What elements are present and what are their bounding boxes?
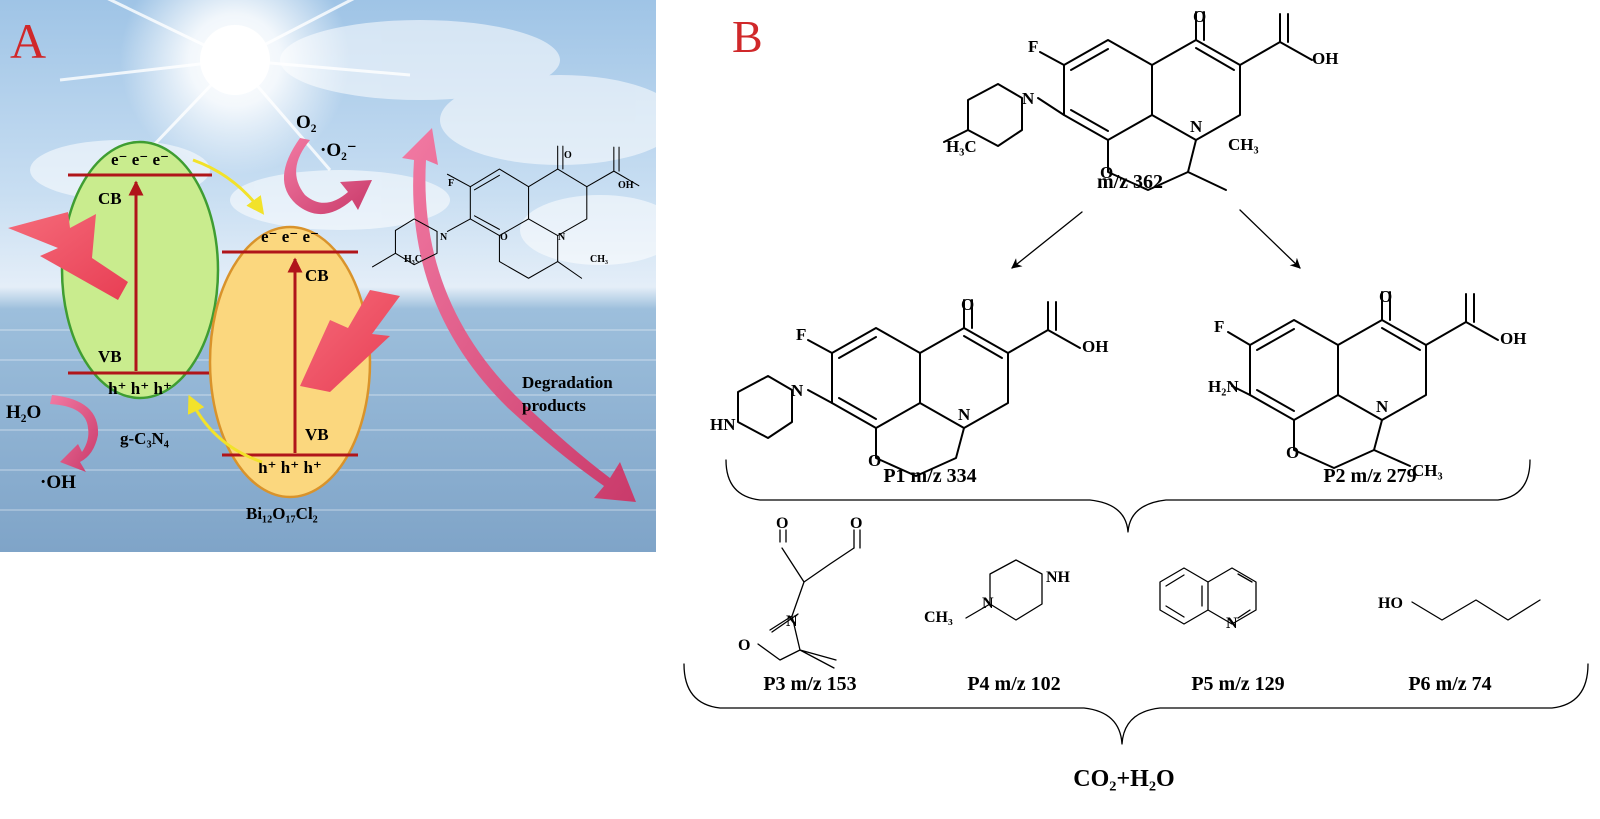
brace-p1-p2 — [725, 459, 1531, 533]
bioc-cb-label: CB — [305, 266, 329, 285]
p1-o: O — [868, 451, 881, 470]
p2-molecule — [1227, 291, 1499, 469]
p1-atom-labels: F O OH N O N HN — [710, 295, 1108, 470]
gcn-label: g-C₃N₄ — [120, 429, 169, 448]
bioc-electrons: e⁻ e⁻ e⁻ — [261, 227, 319, 246]
parent-mz: m/z 362 — [1097, 171, 1163, 193]
small-mol-o2: O — [500, 232, 508, 243]
gcn-ellipse — [60, 140, 220, 400]
small-mol-f: F — [448, 178, 454, 189]
p3-o3: O — [738, 637, 750, 654]
parent-n1: N — [1022, 89, 1035, 108]
p2-f: F — [1214, 317, 1224, 336]
p5-label: P5 m/z 129 — [1191, 673, 1284, 695]
p1-n1: N — [791, 381, 804, 400]
arrow-to-p2 — [1239, 209, 1301, 269]
p5-molecule — [1159, 567, 1257, 625]
degradation-label-line2: products — [522, 396, 586, 415]
h2o-label: H₂O — [6, 402, 41, 423]
p1-f: F — [796, 325, 806, 344]
p2-atom-labels: F O OH H₂N O N CH₃ — [1208, 287, 1526, 480]
gcn-cb-label: CB — [98, 189, 122, 208]
p6-ho: HO — [1378, 595, 1403, 612]
p3-n: N — [786, 613, 798, 630]
parent-f: F — [1028, 37, 1038, 56]
p3-o1: O — [776, 515, 788, 532]
p3-o2: O — [850, 515, 862, 532]
degradation-arrow — [402, 128, 636, 502]
small-mol-n1: N — [440, 232, 448, 243]
gcn-vb-label: VB — [98, 347, 122, 366]
small-mol-o: O — [564, 150, 572, 161]
parent-atom-labels: F O OH N O N H₃C CH₃ — [946, 7, 1338, 182]
p2-ch3: CH₃ — [1412, 461, 1443, 480]
p3-atom-labels: O O N O — [738, 515, 862, 654]
p5-n: N — [1226, 615, 1238, 632]
p1-molecule — [737, 299, 1081, 477]
bioc-ellipse — [208, 225, 372, 499]
water-oxidation-arrow — [50, 395, 99, 472]
p4-n: N — [982, 595, 994, 612]
gcn-electrons: e⁻ e⁻ e⁻ — [111, 150, 169, 169]
small-mol-oh: OH — [618, 180, 634, 191]
parent-carbonyl-o: O — [1193, 7, 1206, 26]
bioc-label: Bi₁₂O₁₇Cl₂ — [246, 504, 318, 523]
p4-molecule — [965, 559, 1043, 621]
p4-ch3: CH₃ — [924, 609, 953, 626]
p2-n: N — [1376, 397, 1389, 416]
p2-carbonyl-o: O — [1379, 287, 1392, 306]
light-bolt-left-icon — [8, 212, 128, 300]
parent-n2: N — [1190, 117, 1203, 136]
p4-label: P4 m/z 102 — [967, 673, 1060, 695]
pollutant-molecule-small — [372, 145, 640, 279]
small-mol-h3c: H₃C — [404, 254, 422, 265]
p1-oh: OH — [1082, 337, 1108, 356]
bioc-vb-label: VB — [305, 425, 329, 444]
small-mol-ch3: CH₃ — [590, 254, 608, 265]
arrow-to-p1 — [1011, 211, 1083, 269]
parent-o: O — [1100, 163, 1113, 182]
small-mol-n2: N — [558, 232, 566, 243]
brace-p3-p6 — [683, 663, 1589, 745]
p6-label: P6 m/z 74 — [1408, 673, 1491, 695]
oxygen-reduction-arrow — [283, 138, 372, 215]
p6-molecule — [1411, 599, 1541, 621]
p2-h2n: H₂N — [1208, 377, 1239, 396]
p2-o: O — [1286, 443, 1299, 462]
panel-label-b: B — [732, 11, 763, 62]
degradation-label-line1: Degradation — [522, 373, 613, 392]
hydroxyl-label: ·OH — [40, 472, 76, 493]
panel-a: A e⁻ e⁻ e⁻ CB VB h⁺ h⁺ h⁺ g-C₃N₄ e⁻ e⁻ e… — [0, 0, 680, 552]
parent-h3c: H₃C — [946, 137, 977, 156]
p2-label: P2 m/z 279 — [1323, 465, 1416, 487]
pollutant-molecule-labels: F O OH N O N H₃C CH₃ — [404, 150, 634, 265]
hole-transfer-arrow — [187, 394, 263, 464]
superoxide-label: ·O₂⁻ — [320, 140, 357, 161]
p1-n2: N — [958, 405, 971, 424]
p1-carbonyl-o: O — [961, 295, 974, 314]
panel-label-a: A — [10, 13, 46, 69]
sun-icon — [59, 0, 411, 175]
electron-transfer-arrow — [192, 158, 265, 215]
o2-label: O₂ — [296, 112, 317, 133]
light-bolt-right-icon — [300, 290, 400, 392]
panel-b: B F O OH N O N H₃C CH₃ m/z 362 — [683, 7, 1589, 792]
p2-oh: OH — [1500, 329, 1526, 348]
bioc-holes: h⁺ h⁺ h⁺ — [258, 458, 322, 477]
p4-atom-labels: NH N CH₃ — [924, 569, 1071, 626]
parent-ch3: CH₃ — [1228, 135, 1259, 154]
parent-molecule — [943, 11, 1313, 191]
p1-label: P1 m/z 334 — [883, 465, 976, 487]
parent-oh: OH — [1312, 49, 1338, 68]
p3-molecule — [757, 529, 861, 669]
p1-hn: HN — [710, 415, 736, 434]
p3-label: P3 m/z 153 — [763, 673, 856, 695]
final-products-label: CO₂+H₂O — [1073, 766, 1174, 792]
gcn-holes: h⁺ h⁺ h⁺ — [108, 379, 172, 398]
p4-nh: NH — [1046, 569, 1071, 586]
